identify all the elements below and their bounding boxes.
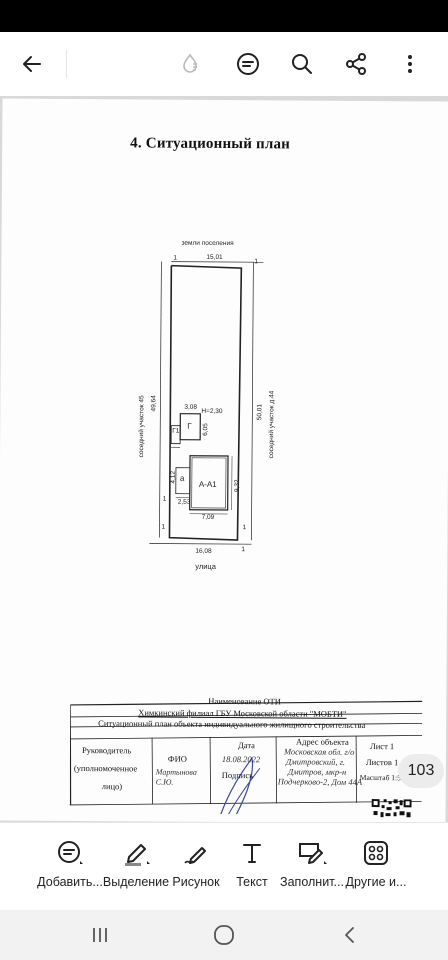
tool-label: Рисунок (172, 875, 220, 889)
arrow-left-icon (23, 56, 41, 72)
more-vertical-icon (408, 55, 412, 73)
plan-bottom-label: улица (195, 561, 216, 571)
more-options-button[interactable] (392, 46, 428, 82)
stamp-date-label: Дата (237, 740, 256, 751)
plan-right-length: 50,01 (256, 403, 264, 421)
text-icon (243, 844, 261, 863)
title-block: Наименование ОТИ Химкинский филиал ГБУ М… (69, 695, 423, 818)
plan-house-width: 7,09 (201, 513, 215, 521)
stamp-organization: Химкинский филиал ГБУ Московской области… (138, 707, 347, 719)
plan-left-length: 49,64 (150, 395, 158, 412)
stamp-address-label: Адрес объекта (296, 736, 349, 747)
plan-top-label: земли поселения (181, 239, 234, 248)
stamp-heading: Наименование ОТИ (208, 695, 281, 707)
plan-garage-letter: Г (187, 421, 192, 431)
tool-label: Выделение (102, 875, 170, 889)
status-bar (0, 0, 448, 32)
plan-porch-letter: а (179, 473, 185, 483)
toolbar-divider (66, 50, 67, 78)
plan-corner-mark: 1 (254, 258, 259, 266)
site-plan-drawing (149, 261, 264, 545)
add-note-tool[interactable]: Добавить... (34, 839, 106, 889)
plan-garage-depth: 6,05 (202, 423, 210, 436)
stamp-fio-label: ФИО (167, 753, 187, 764)
document-viewport[interactable]: 4. Ситуационный план (0, 96, 448, 822)
highlighter-icon (125, 844, 150, 866)
stamp-signature-label: Подпись (221, 769, 254, 781)
stamp-head-label: лицо) (101, 781, 123, 792)
stamp-head-label: (уполномоченное (73, 762, 138, 774)
home-button[interactable] (210, 922, 238, 948)
pen-icon (184, 847, 206, 864)
share-button[interactable] (338, 46, 374, 82)
search-icon (292, 54, 312, 74)
plan-house-label: А-А1 (198, 479, 217, 489)
qr-code-icon (371, 799, 412, 818)
stamp-sheets: Листов 1 (365, 756, 399, 768)
home-icon (214, 925, 234, 945)
back-button[interactable] (14, 46, 50, 82)
plan-right-side-label: соседний участок д.44 (268, 390, 276, 459)
top-app-bar (0, 32, 448, 96)
annotation-toolbar: Добавить... Выделение Рисунок Текст (0, 822, 448, 911)
more-tools[interactable]: Другие и... (340, 839, 412, 889)
document-page: 4. Ситуационный план (0, 98, 448, 822)
plan-side-dim: 4,12 (169, 470, 177, 484)
search-button[interactable] (284, 46, 320, 82)
plan-garage-height: Н=2,30 (201, 407, 223, 415)
back-icon (345, 927, 354, 943)
plan-shed-letter: Г1 (172, 427, 180, 435)
plan-corner-mark: 1 (161, 523, 166, 531)
reading-mode-button[interactable] (172, 46, 208, 82)
fill-sign-tool[interactable]: Заполнит... (276, 839, 348, 889)
plan-bottom-length: 16,08 (195, 547, 212, 555)
recent-apps-button[interactable] (86, 922, 114, 948)
tool-label: Другие и... (345, 875, 407, 889)
tool-label: Добавить... (37, 875, 103, 889)
plan-garage-width: 3,08 (184, 403, 198, 411)
system-nav-bar (0, 910, 448, 960)
stamp-document-type: Ситуационный план объекта индивидуальног… (98, 718, 366, 730)
recent-apps-icon (93, 928, 107, 942)
share-icon (346, 53, 366, 75)
stamp-address-line: Дмитровский, г. (285, 756, 346, 767)
plan-top-length: 15,01 (206, 253, 223, 261)
plan-house-depth: 9,32 (233, 479, 241, 493)
plan-corner-mark: 1 (173, 254, 178, 262)
plan-left-side-label: соседний участок 45 (138, 395, 146, 458)
system-back-button[interactable] (336, 922, 364, 948)
plan-corner-mark: 1 (241, 546, 246, 554)
stamp-address-line: Дмитров, мкр-н (287, 766, 347, 777)
fill-sign-icon (299, 843, 327, 864)
annotations-icon (237, 53, 259, 75)
page-number-badge: 103 (398, 754, 444, 788)
tool-label: Заполнит... (280, 875, 344, 889)
plan-corner-mark: 1 (242, 524, 247, 532)
stamp-address-line: Московская обл. г/о (283, 746, 355, 757)
reading-mode-icon (183, 53, 197, 73)
stamp-fio-value: Мартынова С.Ю. (155, 767, 197, 787)
annotations-button[interactable] (230, 46, 266, 82)
plan-corner-mark: 1 (162, 495, 167, 503)
plan-porch-width: 2,53 (177, 498, 191, 506)
stamp-sheet: Лист 1 (369, 741, 395, 752)
tool-label: Текст (236, 875, 268, 889)
stamp-head-label: Руководитель (81, 745, 132, 756)
grid-icon (364, 841, 388, 865)
draw-tool[interactable]: Рисунок (160, 839, 232, 889)
stamp-date-value: 18.08.2022 (221, 753, 261, 765)
stamp-address-line: Подчерково-2, Дом 44А (277, 776, 363, 787)
add-note-icon (58, 841, 83, 864)
text-tool[interactable]: Текст (216, 839, 288, 889)
highlight-tool[interactable]: Выделение (100, 839, 172, 889)
